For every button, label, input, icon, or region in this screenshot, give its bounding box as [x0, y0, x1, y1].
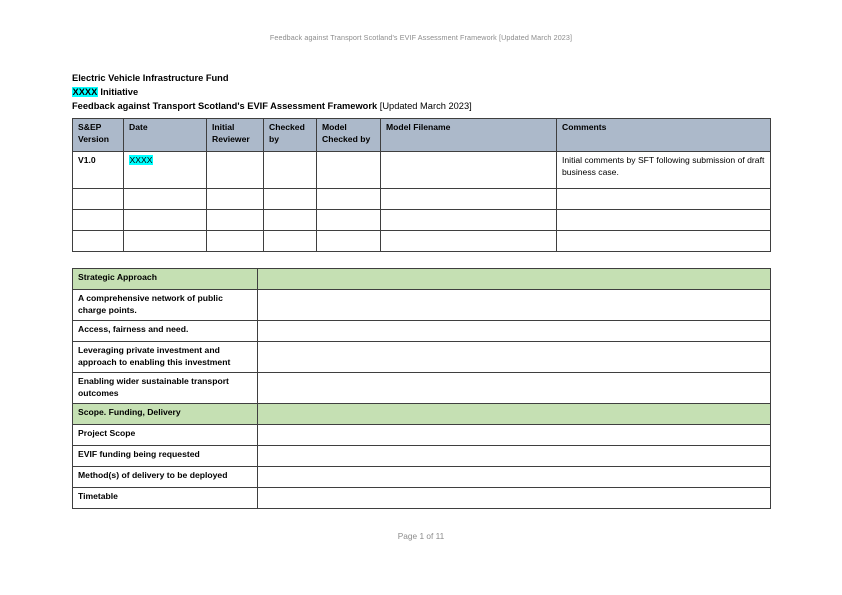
cell-comments[interactable] [556, 230, 771, 252]
table-row: EVIF funding being requested [72, 445, 771, 467]
cell-date[interactable] [123, 230, 207, 252]
table-row: V1.0 XXXX Initial comments by SFT follow… [72, 151, 771, 189]
page-number-footer: Page 1 of 11 [397, 531, 445, 541]
cell-comments[interactable]: Initial comments by SFT following submis… [556, 151, 771, 189]
section-header-row: Strategic Approach [72, 268, 771, 290]
criterion-label-delivery-methods: Method(s) of delivery to be deployed [72, 466, 258, 488]
cell-date[interactable]: XXXX [123, 151, 207, 189]
cell-initial-reviewer[interactable] [206, 209, 264, 231]
section-response-scope-funding-delivery [257, 403, 771, 425]
criterion-label-timetable: Timetable [72, 487, 258, 509]
cell-version[interactable] [72, 188, 124, 210]
title-line-2: XXXX Initiative [72, 85, 772, 99]
column-header-date: Date [123, 118, 207, 152]
cell-initial-reviewer[interactable] [206, 188, 264, 210]
cell-initial-reviewer[interactable] [206, 151, 264, 189]
column-header-model-filename: Model Filename [380, 118, 557, 152]
section-response-strategic-approach [257, 268, 771, 290]
table-row: Leveraging private investment and approa… [72, 341, 771, 373]
criterion-label-project-scope: Project Scope [72, 424, 258, 446]
column-header-sep-version: S&EP Version [72, 118, 124, 152]
framework-updated-note: [Updated March 2023] [377, 101, 472, 112]
cell-checked-by[interactable] [263, 209, 317, 231]
initiative-label: Initiative [97, 87, 139, 98]
table-row [72, 209, 771, 231]
table-row: A comprehensive network of public charge… [72, 289, 771, 321]
column-header-model-checked-by: Model Checked by [316, 118, 381, 152]
cell-model-filename[interactable] [380, 209, 557, 231]
section-label-scope-funding-delivery: Scope. Funding, Delivery [72, 403, 258, 425]
framework-title: Feedback against Transport Scotland's EV… [72, 101, 378, 112]
initiative-name-highlight: XXXX [72, 87, 98, 98]
criterion-label-sustainable-transport: Enabling wider sustainable transport out… [72, 372, 258, 404]
cell-initial-reviewer[interactable] [206, 230, 264, 252]
table-row: Method(s) of delivery to be deployed [72, 466, 771, 488]
section-label-strategic-approach: Strategic Approach [72, 268, 258, 290]
assessment-criteria-table: Strategic Approach A comprehensive netwo… [72, 268, 771, 509]
version-table-header-row: S&EP Version Date Initial Reviewer Check… [72, 118, 771, 152]
cell-date[interactable] [123, 188, 207, 210]
criterion-label-access-fairness-need: Access, fairness and need. [72, 320, 258, 342]
section-header-row: Scope. Funding, Delivery [72, 403, 771, 425]
cell-comments[interactable] [556, 209, 771, 231]
title-block: Electric Vehicle Infrastructure Fund XXX… [72, 71, 772, 114]
cell-model-filename[interactable] [380, 151, 557, 189]
criterion-response-evif-funding[interactable] [257, 445, 771, 467]
cell-model-filename[interactable] [380, 230, 557, 252]
cell-model-checked-by[interactable] [316, 151, 381, 189]
cell-model-checked-by[interactable] [316, 209, 381, 231]
criterion-response-private-investment[interactable] [257, 341, 771, 373]
cell-checked-by[interactable] [263, 188, 317, 210]
cell-checked-by[interactable] [263, 230, 317, 252]
cell-model-checked-by[interactable] [316, 230, 381, 252]
version-history-table: S&EP Version Date Initial Reviewer Check… [72, 118, 771, 252]
title-line-3: Feedback against Transport Scotland's EV… [72, 99, 772, 113]
criterion-response-project-scope[interactable] [257, 424, 771, 446]
criterion-response-timetable[interactable] [257, 487, 771, 509]
column-header-checked-by: Checked by [263, 118, 317, 152]
table-row: Timetable [72, 487, 771, 509]
table-row: Enabling wider sustainable transport out… [72, 372, 771, 404]
criterion-label-evif-funding: EVIF funding being requested [72, 445, 258, 467]
criterion-response-sustainable-transport[interactable] [257, 372, 771, 404]
column-header-initial-reviewer: Initial Reviewer [206, 118, 264, 152]
title-line-1: Electric Vehicle Infrastructure Fund [72, 73, 229, 83]
cell-comments[interactable] [556, 188, 771, 210]
table-row: Access, fairness and need. [72, 320, 771, 342]
table-row: Project Scope [72, 424, 771, 446]
date-highlight: XXXX [129, 155, 153, 165]
criterion-label-private-investment: Leveraging private investment and approa… [72, 341, 258, 373]
cell-version[interactable] [72, 209, 124, 231]
cell-model-checked-by[interactable] [316, 188, 381, 210]
running-header: Feedback against Transport Scotland's EV… [269, 33, 573, 42]
cell-version[interactable] [72, 230, 124, 252]
cell-version[interactable]: V1.0 [72, 151, 124, 189]
column-header-comments: Comments [556, 118, 771, 152]
table-row [72, 188, 771, 210]
criterion-label-charge-points: A comprehensive network of public charge… [72, 289, 258, 321]
table-row [72, 230, 771, 252]
criterion-response-charge-points[interactable] [257, 289, 771, 321]
cell-model-filename[interactable] [380, 188, 557, 210]
criterion-response-access-fairness-need[interactable] [257, 320, 771, 342]
cell-checked-by[interactable] [263, 151, 317, 189]
cell-date[interactable] [123, 209, 207, 231]
criterion-response-delivery-methods[interactable] [257, 466, 771, 488]
